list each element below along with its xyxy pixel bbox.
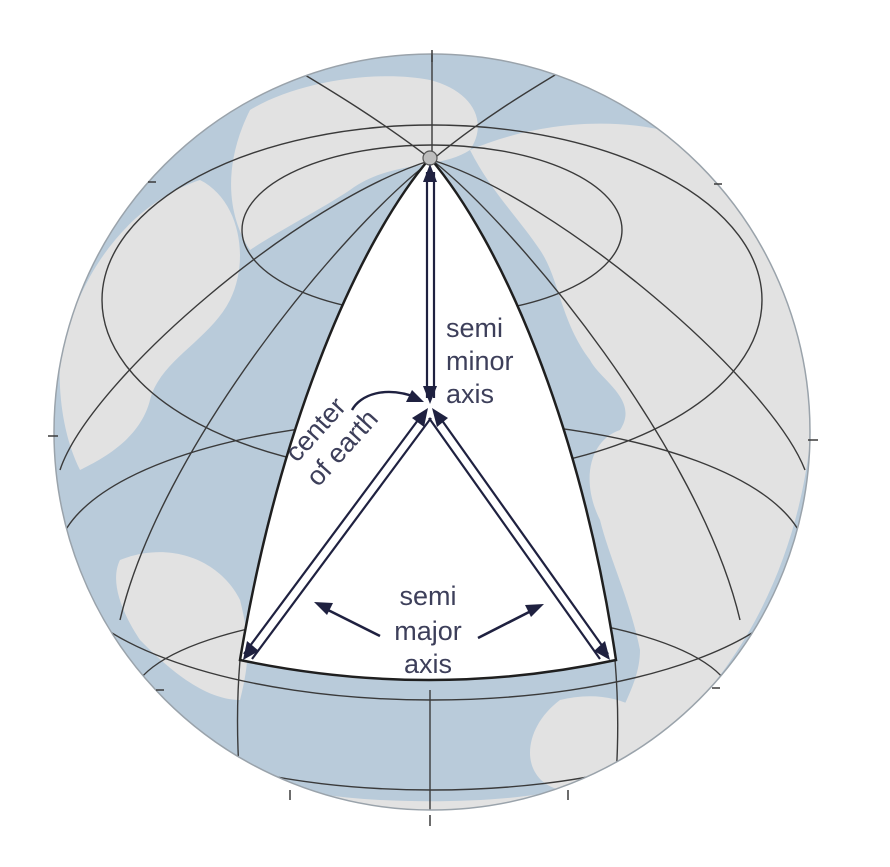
meridian-line [119,159,433,621]
semi-major-right-arrowhead-inner [432,408,448,427]
meridian-line [59,159,433,471]
meridian-line [431,159,741,621]
semi-major-label-arrow-right [477,607,536,640]
land-south-america [116,552,248,700]
semi-major-left-arrowhead-inner [412,408,428,427]
center-pointer-arrow [350,390,419,411]
semi-minor-label-line3: axis [446,379,494,409]
center-pointer-arrowhead [406,390,424,402]
semi-major-label-arrow-left [321,605,381,638]
semi-major-label-arrowhead-left [314,602,333,615]
semi-minor-label-line1: semi [446,313,503,343]
semi-major-left-arrowhead-outer [243,641,259,660]
semi-major-label-line3: axis [404,649,452,679]
semi-major-right-arrowhead-outer [594,641,610,660]
semi-major-label-line1: semi [399,581,456,611]
north-pole-marker [422,150,438,166]
edge-ticks [48,50,818,826]
semi-minor-arrowhead-bottom [423,386,437,404]
semi-major-label-arrowhead-right [525,604,544,617]
land-bottom [300,790,560,810]
semi-minor-axis-arrow [425,172,436,398]
semi-major-axis-left-arrow [243,411,432,660]
semi-minor-arrowhead-top [423,164,437,182]
semi-major-axis-right-arrow [428,411,609,660]
meridian-line [431,159,806,471]
meridian-line [299,71,433,161]
meridian-line [431,71,561,161]
land-eurasia-africa [470,123,810,770]
land-masses [59,76,810,810]
land-greenland [231,76,478,250]
semi-minor-label-line2: minor [446,346,514,376]
semi-major-label-line2: major [394,616,462,646]
meridian-line [609,659,619,810]
meridian-line [236,659,246,810]
